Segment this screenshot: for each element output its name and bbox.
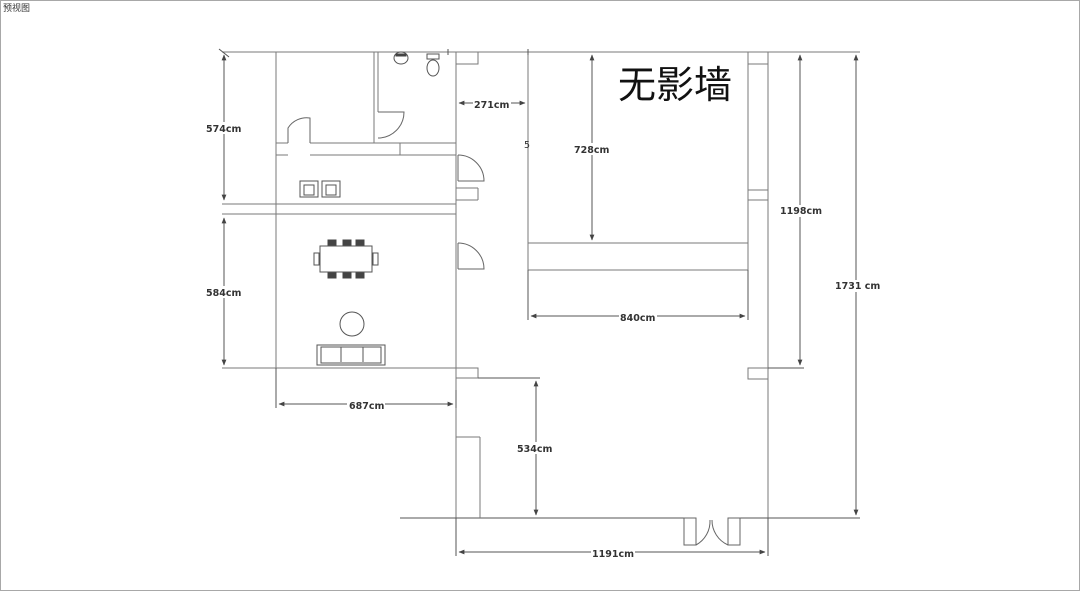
toilet-icon [426, 53, 440, 77]
dim-label-1198: 1198cm [780, 206, 822, 217]
studio-room-label: 无影墙 [618, 63, 732, 107]
dim-label-584: 584cm [206, 288, 241, 299]
dim-label-534: 534cm [517, 444, 552, 455]
dimension-labels: 574cm 584cm 687cm 271cm 728cm 840cm 1198… [204, 98, 880, 560]
dim-label-728: 728cm [574, 145, 609, 156]
dim-label-574: 574cm [206, 124, 241, 135]
dimension-lines [218, 48, 859, 556]
door-left-room [287, 117, 311, 143]
furniture [299, 51, 440, 366]
door-corridor-lower [457, 242, 485, 270]
armchair-icon [299, 180, 341, 198]
round-table-icon [339, 311, 365, 337]
sink-icon [393, 51, 409, 65]
walls [222, 51, 860, 519]
stray-mark: 5 [524, 140, 530, 151]
sofa-icon [316, 344, 386, 366]
dim-label-271: 271cm [474, 100, 509, 111]
door-corridor-upper [457, 154, 485, 182]
dining-table-icon [313, 239, 379, 279]
dim-label-1191: 1191cm [592, 549, 634, 560]
doors [287, 111, 741, 546]
window-title: 预视图 [3, 4, 31, 14]
door-bathroom [377, 111, 405, 139]
entrance-double-door [683, 517, 741, 546]
dim-label-840: 840cm [620, 313, 655, 324]
dim-label-1731: 1731 cm [835, 281, 880, 292]
dim-label-687: 687cm [349, 401, 384, 412]
